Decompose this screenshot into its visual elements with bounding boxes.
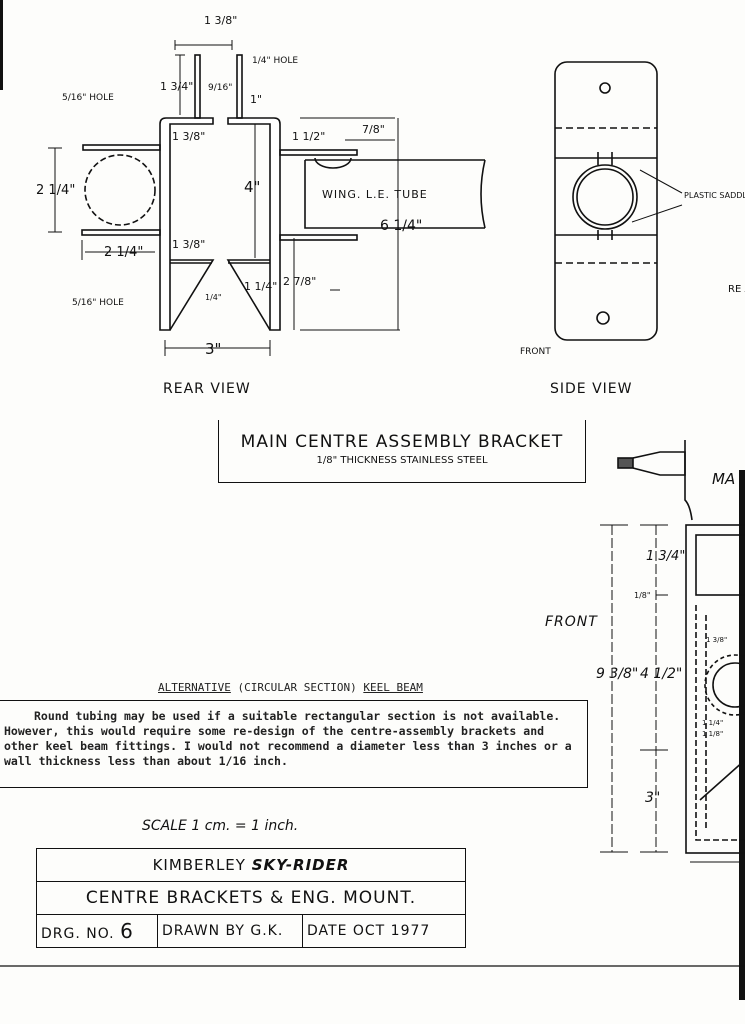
dim-width: 3" bbox=[205, 340, 221, 358]
drg-no-label: DRG. NO. bbox=[41, 926, 115, 942]
rear-view-caption: REAR VIEW bbox=[163, 381, 251, 397]
plastic-saddles-label: PLASTIC SADDLES bbox=[684, 191, 745, 200]
rear-view-dimensions: 1 3/8" 1/4" HOLE 1 3/4" 9/16" 1" 5/16" H… bbox=[36, 14, 428, 397]
note-heading-part1: ALTERNATIVE bbox=[158, 681, 231, 694]
note-heading-part3: KEEL BEAM bbox=[363, 681, 423, 694]
dim-arm-right: 1 1/2" bbox=[292, 130, 325, 143]
side-front-label: FRONT bbox=[520, 347, 551, 357]
dim-tube-diameter: 2 1/4" bbox=[36, 183, 75, 198]
dim-tab-offset: 9/16" bbox=[208, 83, 232, 93]
side-view-caption: SIDE VIEW bbox=[550, 381, 633, 397]
scan-edge-right bbox=[739, 470, 745, 1000]
scan-edge bbox=[0, 0, 3, 90]
drawn-by: DRAWN BY G.K. bbox=[158, 915, 303, 947]
dim-lower-right: 2 7/8" bbox=[283, 275, 316, 288]
wing-tube-label: WING. L.E. TUBE bbox=[322, 188, 428, 201]
dim-height: 4" bbox=[244, 178, 260, 196]
drawing-title: CENTRE BRACKETS & ENG. MOUNT. bbox=[37, 882, 465, 915]
drawing-date: DATE OCT 1977 bbox=[307, 923, 431, 939]
em-dim-gap: 1/8" bbox=[634, 591, 651, 600]
engine-mount-labels: MA 1 3/4" 1/8" FRONT 9 3/8" 4 1/2" 3" 1 … bbox=[545, 470, 735, 806]
title-block-info-row: DRG. NO. 6 DRAWN BY G.K. DATE OCT 1977 bbox=[37, 915, 465, 947]
note-body: Round tubing may be used if a suitable r… bbox=[4, 709, 572, 768]
hole-quarter-label: 1/4" HOLE bbox=[252, 56, 298, 66]
engine-mount-cut-label: MA bbox=[712, 470, 735, 488]
em-dim-bottom: 3" bbox=[645, 790, 660, 806]
main-bracket-title-box: MAIN CENTRE ASSEMBLY BRACKET 1/8" THICKN… bbox=[218, 420, 586, 483]
em-front-label: FRONT bbox=[545, 614, 598, 630]
em-dim-d1: 1 3/8" bbox=[706, 636, 727, 644]
scale-label: SCALE 1 cm. = 1 inch. bbox=[142, 818, 299, 834]
hole-5-16-top-label: 5/16" HOLE bbox=[62, 93, 114, 103]
hole-5-16-bottom-label: 5/16" HOLE bbox=[72, 298, 124, 308]
drg-no-value: 6 bbox=[120, 919, 134, 943]
side-view-drawing bbox=[554, 61, 683, 341]
dim-tab-height: 1 3/4" bbox=[160, 80, 193, 93]
dim-hole-from-top: 1" bbox=[250, 93, 262, 106]
em-dim-d3: 1 1/8" bbox=[702, 730, 723, 738]
dim-lower-height: 1 1/4" bbox=[244, 280, 277, 293]
em-dim-top: 1 3/4" bbox=[646, 549, 685, 564]
em-dim-d2: 1 1/4" bbox=[702, 719, 723, 727]
note-box: Round tubing may be used if a suitable r… bbox=[0, 700, 588, 788]
side-view-labels: PLASTIC SADDLES FRONT RE AT SIDE VIEW bbox=[520, 191, 745, 397]
dim-inner-width-bottom: 1 3/8" bbox=[172, 238, 205, 251]
em-dim-overall: 9 3/8" bbox=[596, 666, 638, 682]
note-heading: ALTERNATIVE (CIRCULAR SECTION) KEEL BEAM bbox=[158, 681, 423, 694]
note-heading-part2: (CIRCULAR SECTION) bbox=[237, 681, 357, 694]
drg-no-cell: DRG. NO. 6 bbox=[37, 915, 158, 947]
rear-view-drawing bbox=[48, 40, 486, 356]
project-name: SKY-RIDER bbox=[251, 856, 350, 874]
em-dim-middle: 4 1/2" bbox=[640, 666, 682, 682]
title-block: KIMBERLEY SKY-RIDER CENTRE BRACKETS & EN… bbox=[36, 848, 466, 948]
main-bracket-subtitle: 1/8" THICKNESS STAINLESS STEEL bbox=[316, 455, 488, 466]
dim-arm-offset: 7/8" bbox=[362, 123, 385, 136]
engine-mount-drawing bbox=[600, 440, 745, 863]
dim-inner-width-top: 1 3/8" bbox=[172, 130, 205, 143]
project-prefix: KIMBERLEY bbox=[152, 856, 246, 874]
dim-slot: 1/4" bbox=[205, 293, 222, 302]
cut-off-text: RE AT bbox=[728, 284, 745, 295]
title-block-project: KIMBERLEY SKY-RIDER bbox=[37, 849, 465, 882]
dim-arm-left: 2 1/4" bbox=[104, 245, 143, 260]
dim-overall-right: 6 1/4" bbox=[380, 218, 422, 234]
main-bracket-title: MAIN CENTRE ASSEMBLY BRACKET bbox=[240, 432, 564, 452]
dim-top-gap: 1 3/8" bbox=[204, 14, 237, 27]
